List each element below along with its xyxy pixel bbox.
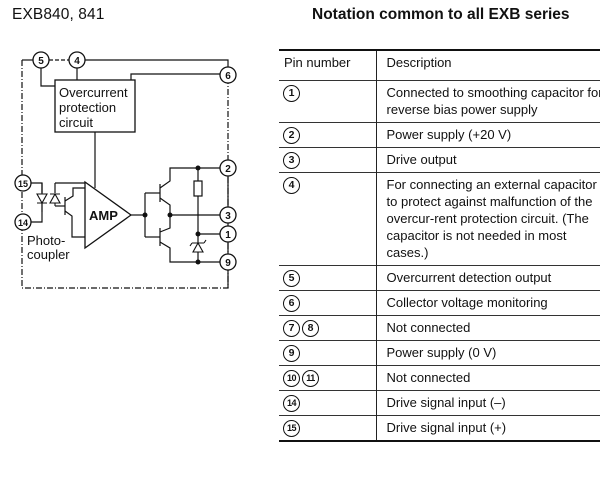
description-cell: Collector voltage monitoring xyxy=(375,290,600,316)
table-row: 3 Drive output xyxy=(279,147,600,173)
photocoupler-label-line1: Photo- xyxy=(27,233,65,248)
pin-description-table: Pin number Description 1 Connected to smo… xyxy=(279,49,600,442)
pin-9-marker xyxy=(219,253,237,271)
pin-number-badge: 8 xyxy=(302,320,319,337)
description-cell: Overcurrent detection output xyxy=(375,265,600,291)
pin-number-badge: 6 xyxy=(283,295,300,312)
pin-3-label: 3 xyxy=(225,211,231,222)
header-pin-number: Pin number xyxy=(284,55,351,70)
table-row: 14 Drive signal input (–) xyxy=(279,390,600,416)
pin-number-badge: 4 xyxy=(283,177,300,194)
pin-number-badge: 14 xyxy=(283,395,300,412)
photocoupler-label-line2: coupler xyxy=(27,247,70,262)
description-cell: Drive signal input (+) xyxy=(375,415,600,441)
pin-1-label: 1 xyxy=(225,230,231,241)
pin-14-label: 14 xyxy=(18,218,28,228)
pin-number-cell: 9 xyxy=(279,341,376,366)
pin-number-badge: 9 xyxy=(283,345,300,362)
pin-number-badge: 1 xyxy=(283,85,300,102)
description-cell: Drive signal input (–) xyxy=(375,390,600,416)
pin-number-cell: 14 xyxy=(279,391,376,416)
pin-number-cell: 15 xyxy=(279,416,376,442)
table-body: 1 Connected to smoothing capacitor for re… xyxy=(279,80,600,442)
zener-diode-icon xyxy=(189,239,207,253)
pin-6-label: 6 xyxy=(225,71,231,82)
block-label-line2: protection xyxy=(59,100,116,115)
junction-dots xyxy=(142,165,201,265)
pin-15-label: 15 xyxy=(18,179,28,189)
pin-number-badge: 7 xyxy=(283,320,300,337)
pin-3-marker xyxy=(219,206,237,224)
overcurrent-protection-block xyxy=(54,79,136,133)
pin-2-label: 2 xyxy=(225,164,231,175)
description-cell: Not connected xyxy=(375,365,600,391)
circuit-diagram: Overcurrent protection circuit AMP Photo… xyxy=(14,51,237,289)
pin-15-marker xyxy=(14,174,32,192)
pin-number-badge: 10 xyxy=(283,370,300,387)
description-cell: Connected to smoothing capacitor for rev… xyxy=(375,80,600,123)
table-row: 5 Overcurrent detection output xyxy=(279,265,600,291)
pin-number-badge: 3 xyxy=(283,152,300,169)
description-cell: For connecting an external capacitor to … xyxy=(375,172,600,266)
pin-number-badge: 5 xyxy=(283,270,300,287)
table-row: 1 Connected to smoothing capacitor for re… xyxy=(279,80,600,123)
pin-number-badge: 15 xyxy=(283,420,300,437)
table-row: 4 For connecting an external capacitor to… xyxy=(279,172,600,266)
pin-number-cell: 4 xyxy=(279,173,376,266)
description-cell: Drive output xyxy=(375,147,600,173)
pin-1-marker xyxy=(219,225,237,243)
pin-number-badge: 11 xyxy=(302,370,319,387)
table-row: 15 Drive signal input (+) xyxy=(279,415,600,442)
pin-number-cell: 1 xyxy=(279,81,376,123)
pin-4-marker xyxy=(68,51,86,69)
table-row: 6 Collector voltage monitoring xyxy=(279,290,600,316)
description-cell: Power supply (0 V) xyxy=(375,340,600,366)
pin-5-marker xyxy=(32,51,50,69)
pin-number-cell: 2 xyxy=(279,123,376,148)
device-title: EXB840, 841 xyxy=(12,6,105,23)
pin-number-cell: 6 xyxy=(279,291,376,316)
pin-number-cell: 3 xyxy=(279,148,376,173)
pin-number-cell: 5 xyxy=(279,266,376,291)
table-title: Notation common to all EXB series xyxy=(312,6,570,23)
pin-9-label: 9 xyxy=(225,258,231,269)
pin-6-marker xyxy=(219,66,237,84)
amplifier-symbol xyxy=(84,180,133,250)
table-row: 2 Power supply (+20 V) xyxy=(279,122,600,148)
header-description: Description xyxy=(375,50,600,81)
photocoupler-led-icon xyxy=(36,192,61,212)
amp-label: AMP xyxy=(89,208,118,223)
description-cell: Power supply (+20 V) xyxy=(375,122,600,148)
pin-number-badge: 2 xyxy=(283,127,300,144)
pin-5-label: 5 xyxy=(38,56,44,67)
block-label-line3: circuit xyxy=(59,115,93,130)
table-row: 9 Power supply (0 V) xyxy=(279,340,600,366)
pin-4-label: 4 xyxy=(74,56,80,67)
pin-2-marker xyxy=(219,159,237,177)
pin-14-marker xyxy=(14,213,32,231)
block-label-line1: Overcurrent xyxy=(59,85,128,100)
description-cell: Not connected xyxy=(375,315,600,341)
table-header-row: Pin number Description xyxy=(279,50,600,81)
